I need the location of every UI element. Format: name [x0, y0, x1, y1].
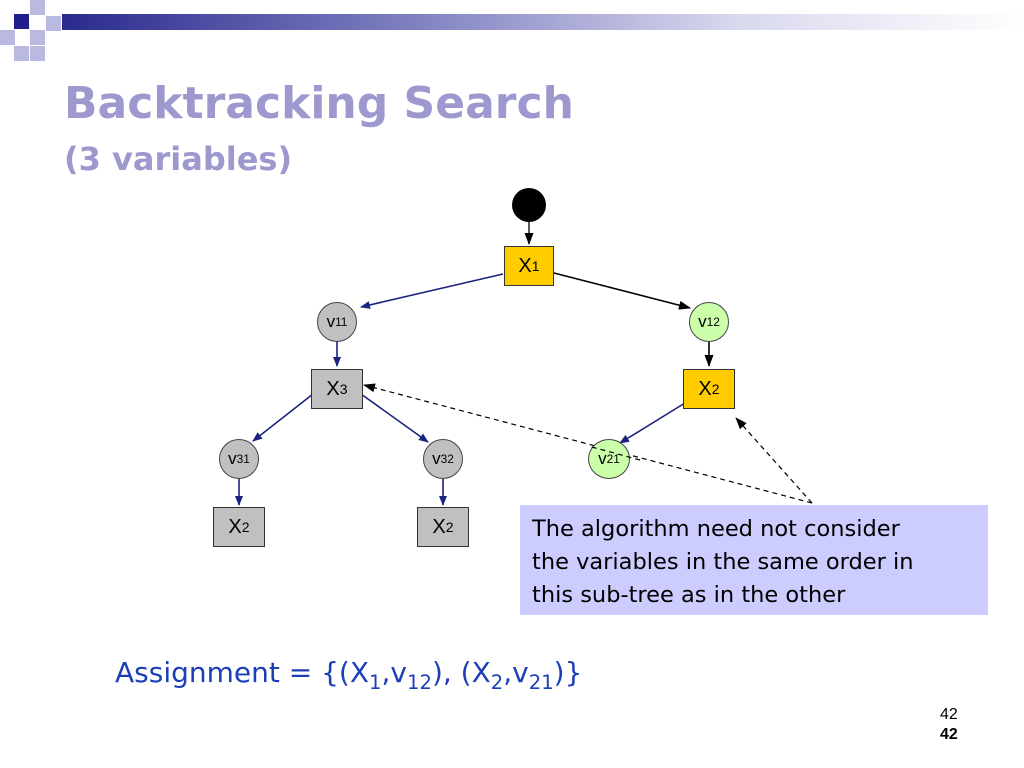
node-v32-val: v [432, 449, 441, 468]
assign-t3: ,v [503, 656, 529, 689]
slide-title: Backtracking Search [64, 78, 574, 129]
node-x2-left-var: X [228, 515, 242, 538]
node-v11-val: v [326, 312, 336, 331]
node-v12-val: v [698, 312, 707, 331]
assign-sub-4: 21 [528, 670, 554, 694]
assign-sub-3: 2 [490, 670, 504, 694]
node-x3-var: X [326, 377, 340, 400]
page-number-bold: 42 [940, 726, 958, 743]
assign-t1: ,v [381, 656, 407, 689]
edge-x1-v11 [360, 273, 504, 309]
dashed-pointer-segment [587, 445, 641, 461]
deco-square [0, 30, 15, 45]
deco-square [46, 16, 61, 31]
header-gradient-bar [62, 14, 1024, 30]
node-x2-right-var: X [698, 377, 712, 400]
deco-square [30, 0, 45, 15]
assign-t4: )} [553, 656, 583, 689]
note-line-2: the variables in the same order in [532, 549, 914, 575]
note-line-1: The algorithm need not consider [532, 516, 900, 542]
assign-t2: ), (X [431, 656, 491, 689]
deco-square [30, 46, 45, 61]
node-x2-mid-var: X [432, 515, 446, 538]
node-x1-var: X [518, 254, 532, 277]
edge-x1-v12 [553, 272, 691, 310]
note-box: The algorithm need not consider the vari… [520, 505, 988, 615]
assign-sub-1: 1 [369, 670, 382, 694]
deco-square [30, 30, 45, 45]
dashed-pointer-to-x2 [735, 417, 813, 504]
assignment-text: Assignment = {(X1,v12), (X2,v21)} [115, 656, 583, 692]
slide-subtitle: (3 variables) [64, 140, 293, 178]
page-number: 42 [940, 706, 958, 723]
deco-square [14, 46, 29, 61]
node-v31-val: v [228, 449, 237, 468]
edge-x3-v32 [360, 393, 429, 443]
edge-x3-v31 [252, 393, 314, 442]
deco-square [14, 14, 29, 29]
edge-x2-v21 [619, 402, 686, 444]
note-line-3: this sub-tree as in the other [532, 582, 846, 608]
assign-prefix: Assignment = {(X [115, 656, 370, 689]
root-node [512, 188, 546, 222]
assign-sub-2: 12 [407, 670, 432, 694]
node-v21-val: v [598, 449, 607, 468]
